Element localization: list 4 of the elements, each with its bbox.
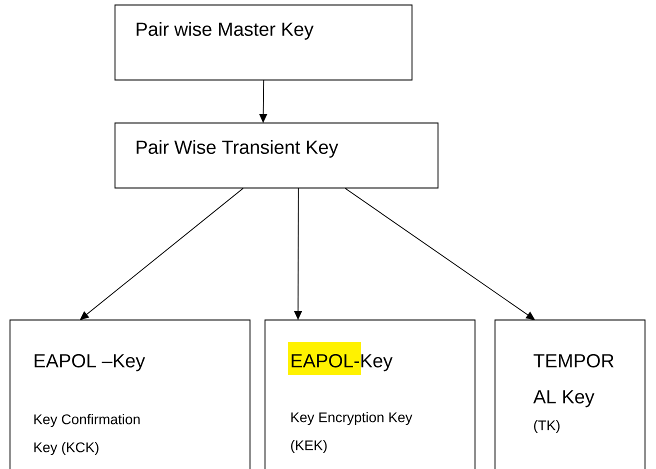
- key-box: EAPOL –Key Key Confirmation Key (KCK): [10, 320, 250, 469]
- key-box: TEMPOR AL Key (TK): [494, 320, 646, 469]
- key-box: Pair Wise Transient Key: [114, 122, 438, 188]
- key-box: Pair wise Master Key: [114, 4, 412, 80]
